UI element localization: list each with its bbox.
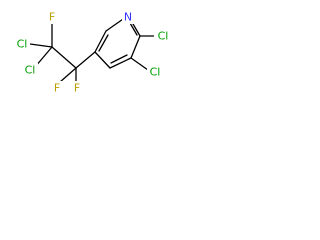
atom-cl-ring-2: Cl bbox=[154, 28, 170, 43]
atom-label-f-top: F bbox=[49, 11, 55, 24]
bond-n-c2-inner bbox=[129, 22, 138, 36]
bond-ccl2f-cl-a bbox=[29, 43, 53, 48]
atom-f-right: F bbox=[71, 81, 83, 95]
bond-c5-c6 bbox=[94, 30, 107, 53]
bond-c5-c6-inner bbox=[98, 34, 109, 52]
bond-c4-c5 bbox=[94, 51, 111, 69]
bond-c3-c4-inner bbox=[110, 54, 128, 64]
atom-f-top: F bbox=[46, 10, 58, 24]
pyridine-ring bbox=[94, 16, 141, 69]
atom-label-cl-ring-3: Cl bbox=[150, 66, 161, 79]
atom-f-left: F bbox=[51, 81, 63, 95]
atom-label-n: N bbox=[124, 11, 132, 24]
atom-cl-ring-3: Cl bbox=[147, 64, 163, 79]
atom-label-f-right: F bbox=[74, 82, 80, 95]
bond-c3-cl bbox=[130, 57, 149, 71]
atom-label-cl-chain-a: Cl bbox=[17, 38, 28, 51]
bond-c3-c4 bbox=[109, 57, 132, 69]
atom-label-f-left: F bbox=[54, 82, 60, 95]
bond-cf2-f-left bbox=[59, 67, 77, 83]
atom-n: N bbox=[122, 10, 134, 24]
atom-cl-chain-a: Cl bbox=[14, 37, 30, 52]
molecule-structure: N Cl Cl F Cl Cl F F bbox=[14, 10, 170, 95]
atom-label-cl-ring-2: Cl bbox=[158, 30, 169, 43]
bond-cf2-ccl2f bbox=[51, 46, 77, 69]
bond-c2-c3 bbox=[130, 35, 141, 59]
atom-cl-chain-b: Cl bbox=[22, 63, 38, 78]
bond-c5-cf2 bbox=[75, 51, 96, 69]
atom-label-cl-chain-b: Cl bbox=[25, 64, 36, 77]
